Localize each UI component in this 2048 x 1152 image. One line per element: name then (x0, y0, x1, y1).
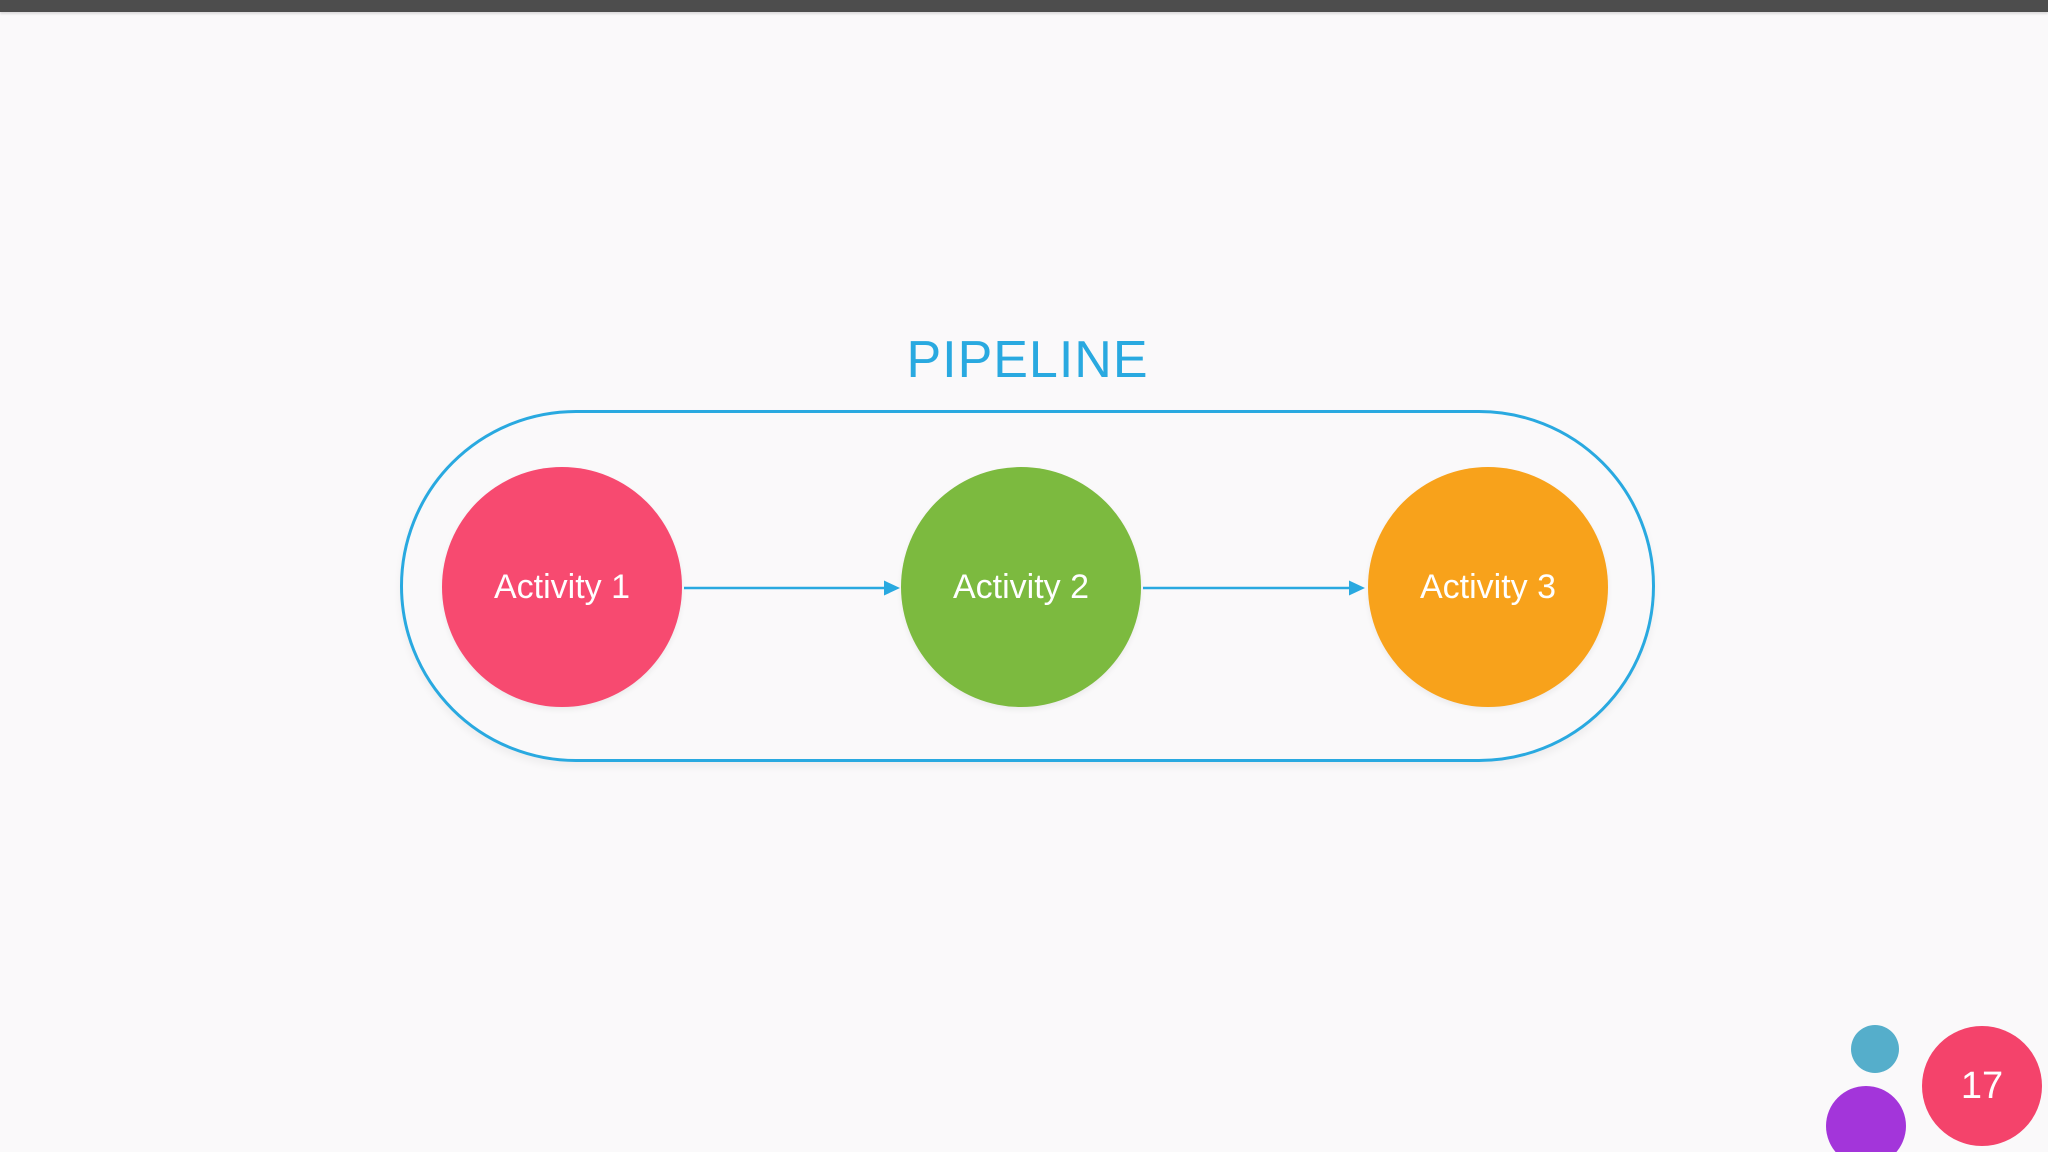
activity-node-1: Activity 1 (442, 467, 682, 707)
page-number-badge: 17 (1922, 1026, 2042, 1146)
activity-node-3-label: Activity 3 (1419, 567, 1557, 606)
pipeline-title: PIPELINE (906, 331, 1149, 389)
page-number: 17 (1960, 1064, 2004, 1107)
activity-node-2: Activity 2 (901, 467, 1141, 707)
pipeline-outline (400, 410, 1655, 762)
window-top-bar (0, 0, 2048, 12)
activity-node-2-label: Activity 2 (952, 567, 1090, 606)
decorative-circle-teal (1851, 1025, 1899, 1073)
activity-node-1-label: Activity 1 (493, 567, 631, 606)
activity-node-3: Activity 3 (1368, 467, 1608, 707)
decorative-circle-purple (1826, 1086, 1906, 1152)
